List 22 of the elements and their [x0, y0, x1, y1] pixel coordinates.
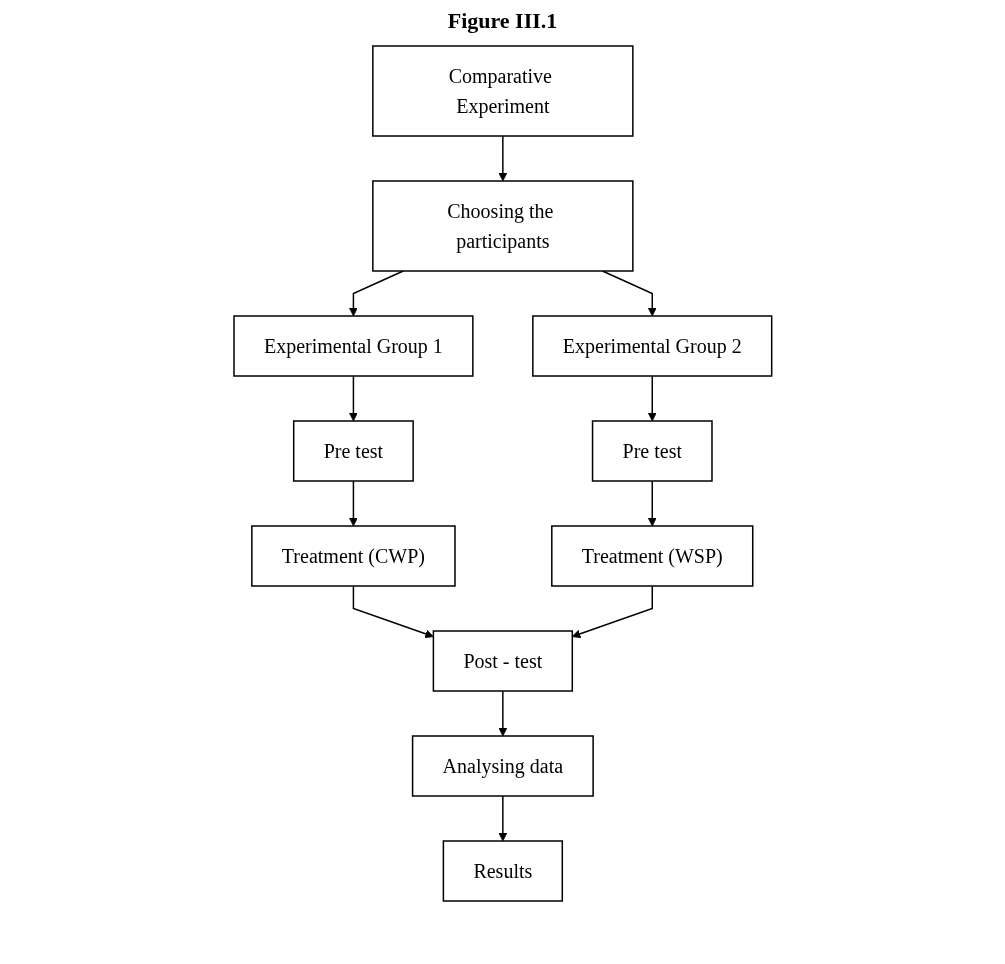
node-box: Pre test — [591, 420, 713, 482]
node-box: Experimental Group 2 — [531, 315, 773, 377]
node-box: Choosing the participants — [371, 180, 634, 272]
node-box: Post - test — [432, 630, 573, 692]
node-box: Comparative Experiment — [371, 45, 634, 137]
arrow — [571, 585, 653, 639]
node-box: Results — [442, 840, 563, 902]
arrow — [352, 585, 434, 639]
figure-title: Figure III.1 — [446, 8, 559, 34]
node-box: Analysing data — [411, 735, 594, 797]
arrow — [348, 480, 358, 527]
node-box: Pre test — [292, 420, 414, 482]
arrow — [498, 795, 507, 842]
arrow — [647, 375, 657, 422]
arrow — [498, 690, 507, 737]
arrow — [498, 135, 507, 182]
arrow — [348, 270, 404, 317]
arrow — [647, 480, 657, 527]
arrow — [348, 375, 358, 422]
node-box: Experimental Group 1 — [232, 315, 474, 377]
node-box: Treatment (WSP) — [550, 525, 754, 587]
node-box: Treatment (CWP) — [250, 525, 456, 587]
